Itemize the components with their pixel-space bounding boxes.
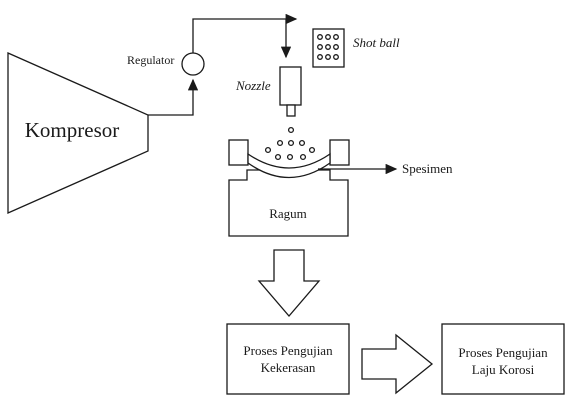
compressor-label: Kompresor xyxy=(25,118,119,142)
hardness-test-line2: Kekerasan xyxy=(261,360,316,375)
regulator-shape xyxy=(181,52,205,76)
corrosion-test-line1: Proses Pengujian xyxy=(458,345,548,360)
vise-label: Ragum xyxy=(269,206,307,221)
pipe-regulator-to-nozzle xyxy=(192,18,292,59)
vise-left-jaw xyxy=(228,139,249,166)
corrosion-test-box xyxy=(441,323,565,395)
vise-right-jaw xyxy=(329,139,350,166)
shot-ball-label: Shot ball xyxy=(353,35,400,50)
nozzle-label: Nozzle xyxy=(235,78,271,93)
specimen-label: Spesimen xyxy=(402,161,453,176)
hardness-test-line1: Proses Pengujian xyxy=(243,343,333,358)
compressor-shape xyxy=(7,52,149,214)
falling-shot-balls xyxy=(264,126,316,161)
hardness-test-box xyxy=(226,323,350,395)
regulator-label: Regulator xyxy=(127,53,174,67)
vise-base xyxy=(228,169,349,237)
pipe-compressor-to-regulator xyxy=(148,78,199,116)
specimen-curved-plate xyxy=(247,152,331,179)
vise xyxy=(228,139,350,237)
shot-ball-dots xyxy=(317,34,339,60)
corrosion-test-line2: Laju Korosi xyxy=(472,362,535,377)
down-block-arrow xyxy=(257,249,321,317)
right-block-arrow xyxy=(361,333,434,395)
nozzle-tip xyxy=(286,104,296,117)
nozzle-body xyxy=(279,66,302,106)
